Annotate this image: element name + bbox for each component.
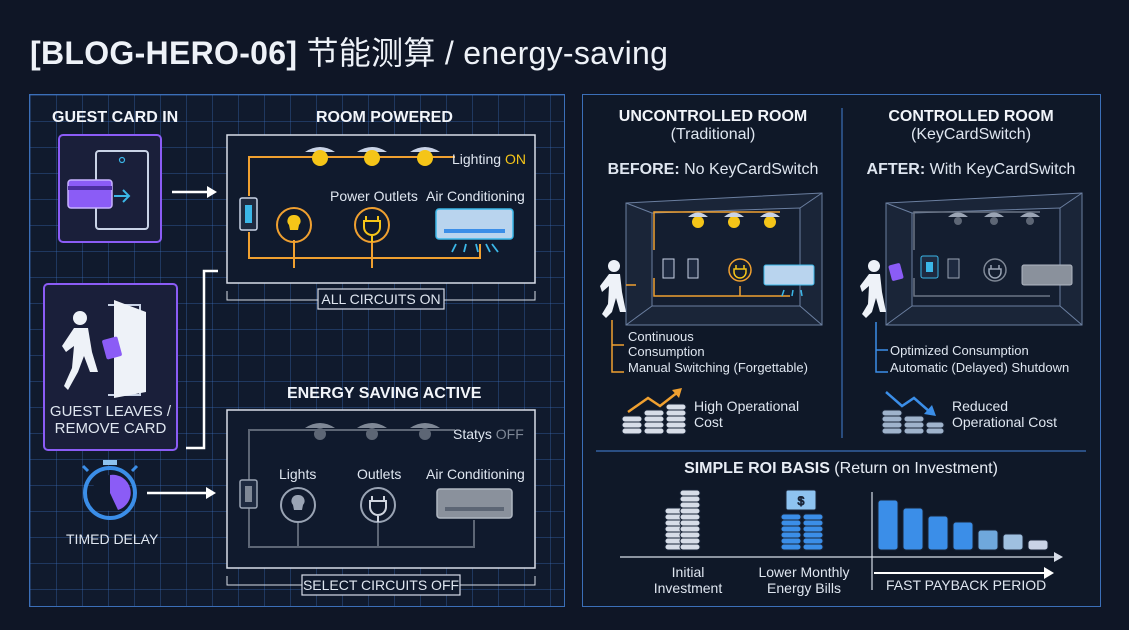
walking-person-icon (600, 260, 626, 318)
lights-label: Lights (279, 466, 317, 482)
ceiling-lights-on (305, 147, 440, 166)
select-circuits-off-label: SELECT CIRCUITS OFF (302, 577, 460, 593)
payback-decreasing-coins-icon (877, 499, 1049, 551)
uncontrolled-room-illustration (600, 192, 823, 373)
walking-person-icon (62, 311, 98, 390)
high-cost-coins-icon (621, 403, 687, 435)
all-circuits-on-label: ALL CIRCUITS ON (321, 291, 441, 307)
controlled-room-title: CONTROLLED ROOM (KeyCardSwitch) (888, 108, 1054, 143)
power-outlets-label: Power Outlets (330, 188, 418, 204)
timed-delay-label: TIMED DELAY (66, 531, 159, 547)
monthly-bills-icon: $ (780, 489, 824, 551)
air-conditioning-label: Air Conditioning (426, 188, 525, 204)
initial-investment-coins-icon (664, 489, 701, 551)
guest-card-in-label: GUEST CARD IN (52, 109, 179, 126)
door-icon (108, 300, 146, 398)
optimized-consumption-note: Optimized Consumption (890, 343, 1029, 358)
page-title: [BLOG-HERO-06] 节能测算 / energy-saving (30, 35, 669, 71)
payback-label: FAST PAYBACK PERIOD (886, 577, 1047, 593)
guest-leaves-label: GUEST LEAVES /REMOVE CARD (49, 403, 172, 437)
after-label: AFTER: With KeyCardSwitch (866, 161, 1076, 178)
energy-saving-active-label: ENERGY SAVING ACTIVE (287, 385, 482, 402)
reduced-cost-coins-icon (881, 409, 945, 435)
controlled-room-illustration (860, 192, 1083, 373)
room-powered-label: ROOM POWERED (316, 109, 453, 126)
status-label: Statys OFF (453, 426, 524, 442)
before-label: BEFORE: No KeyCardSwitch (607, 161, 819, 178)
outlets-label: Outlets (357, 466, 402, 482)
automatic-shutdown-note: Automatic (Delayed) Shutdown (890, 360, 1070, 375)
roi-title: SIMPLE ROI BASIS (Return on Investment) (684, 460, 998, 477)
lighting-status: Lighting ON (452, 151, 526, 167)
air-conditioning-off-label: Air Conditioning (426, 466, 525, 482)
svg-text:$: $ (798, 494, 805, 508)
uncontrolled-room-title: UNCONTROLLED ROOM (Traditional) (618, 108, 808, 143)
ceiling-lights-off (305, 423, 440, 440)
manual-switching-note: Manual Switching (Forgettable) (628, 360, 808, 375)
card-reader-icon (67, 150, 149, 230)
timer-icon (81, 460, 139, 520)
walking-person-icon (860, 260, 886, 318)
